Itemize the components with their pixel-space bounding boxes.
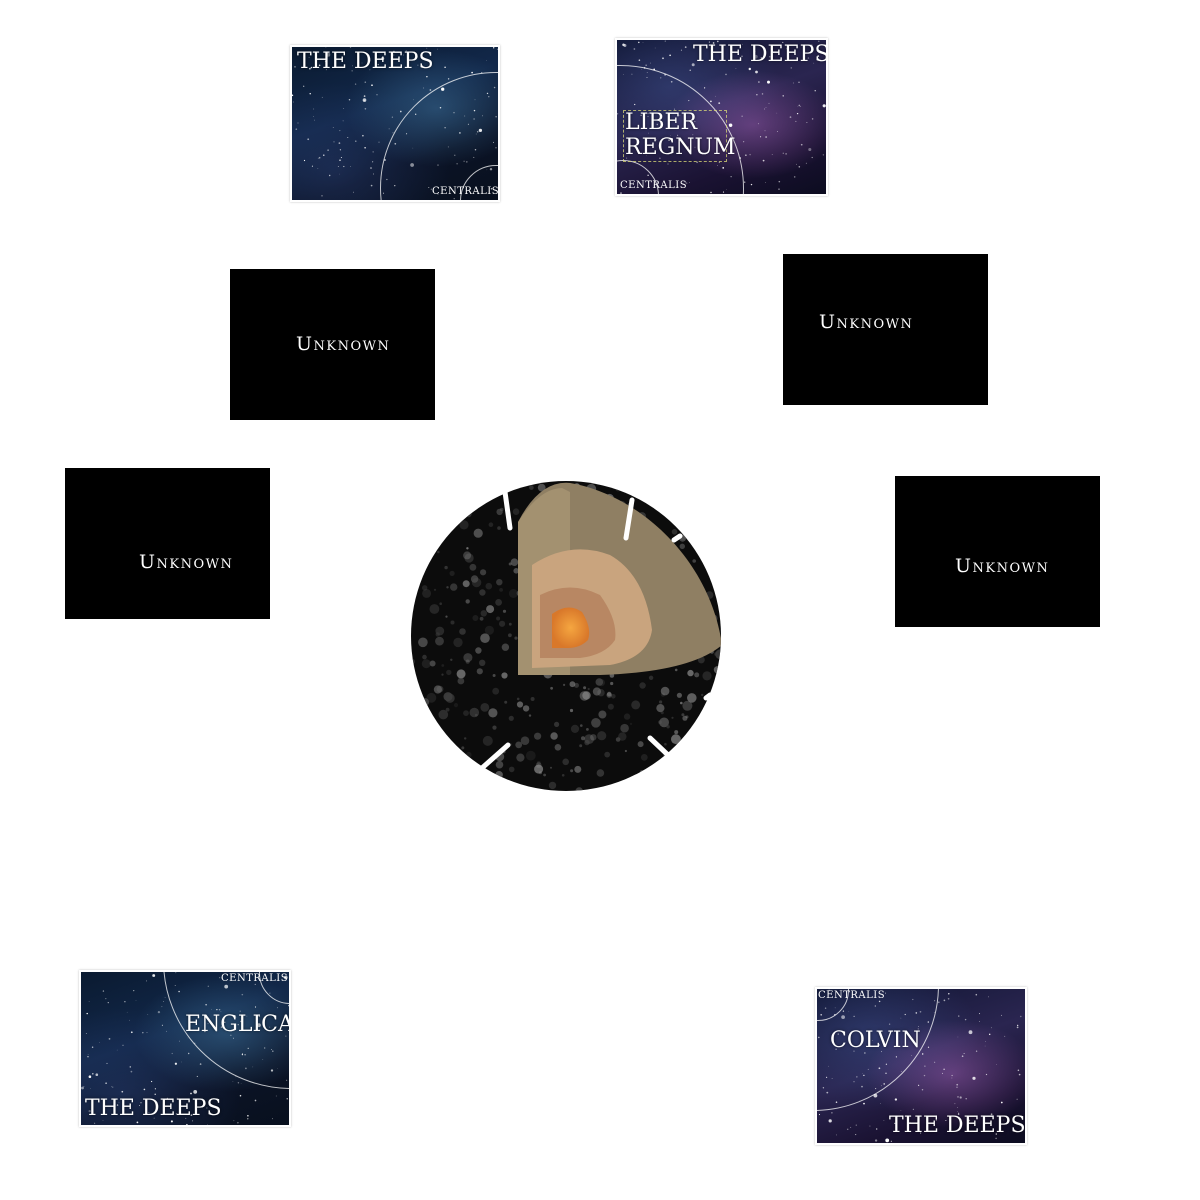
card-footer: CENTRALIS xyxy=(221,973,289,984)
unknown-label: Unknown xyxy=(955,555,1050,577)
region-card-top-left[interactable]: THE DEEPS CENTRALIS xyxy=(290,45,500,202)
unknown-region-upper-right[interactable]: Unknown xyxy=(783,254,988,405)
unknown-label: Unknown xyxy=(819,311,914,333)
card-title: THE DEEPS xyxy=(693,42,828,67)
region-card-colvin[interactable]: CENTRALIS COLVIN THE DEEPS xyxy=(815,987,1027,1145)
card-footer: CENTRALIS xyxy=(620,180,688,191)
card-title: THE DEEPS xyxy=(85,1096,222,1121)
unknown-region-upper-left[interactable]: Unknown xyxy=(230,269,435,420)
region-name: COLVIN xyxy=(830,1028,921,1053)
unknown-label: Unknown xyxy=(296,333,391,355)
region-name-line1: LIBER xyxy=(625,110,698,135)
unknown-region-mid-left[interactable]: Unknown xyxy=(65,468,270,619)
orbit-ring xyxy=(380,72,498,200)
region-card-liber-regnum[interactable]: THE DEEPS LIBER REGNUM CENTRALIS xyxy=(615,38,828,196)
unknown-region-mid-right[interactable]: Unknown xyxy=(895,476,1100,627)
region-name-frame xyxy=(623,110,727,162)
card-footer: CENTRALIS xyxy=(432,186,500,197)
card-title: THE DEEPS xyxy=(889,1113,1026,1138)
orbit-tick-marks xyxy=(479,489,713,771)
unknown-label: Unknown xyxy=(139,551,234,573)
card-title: THE DEEPS xyxy=(297,49,434,74)
inner-core-layer xyxy=(552,607,590,648)
region-name: ENGLICA xyxy=(185,1012,291,1037)
region-name-line2: REGNUM xyxy=(625,135,736,160)
region-card-englica[interactable]: CENTRALIS ENGLICA THE DEEPS xyxy=(79,970,291,1127)
planet-core-cutaway-icon[interactable] xyxy=(410,480,722,792)
card-footer: CENTRALIS xyxy=(818,990,886,1001)
